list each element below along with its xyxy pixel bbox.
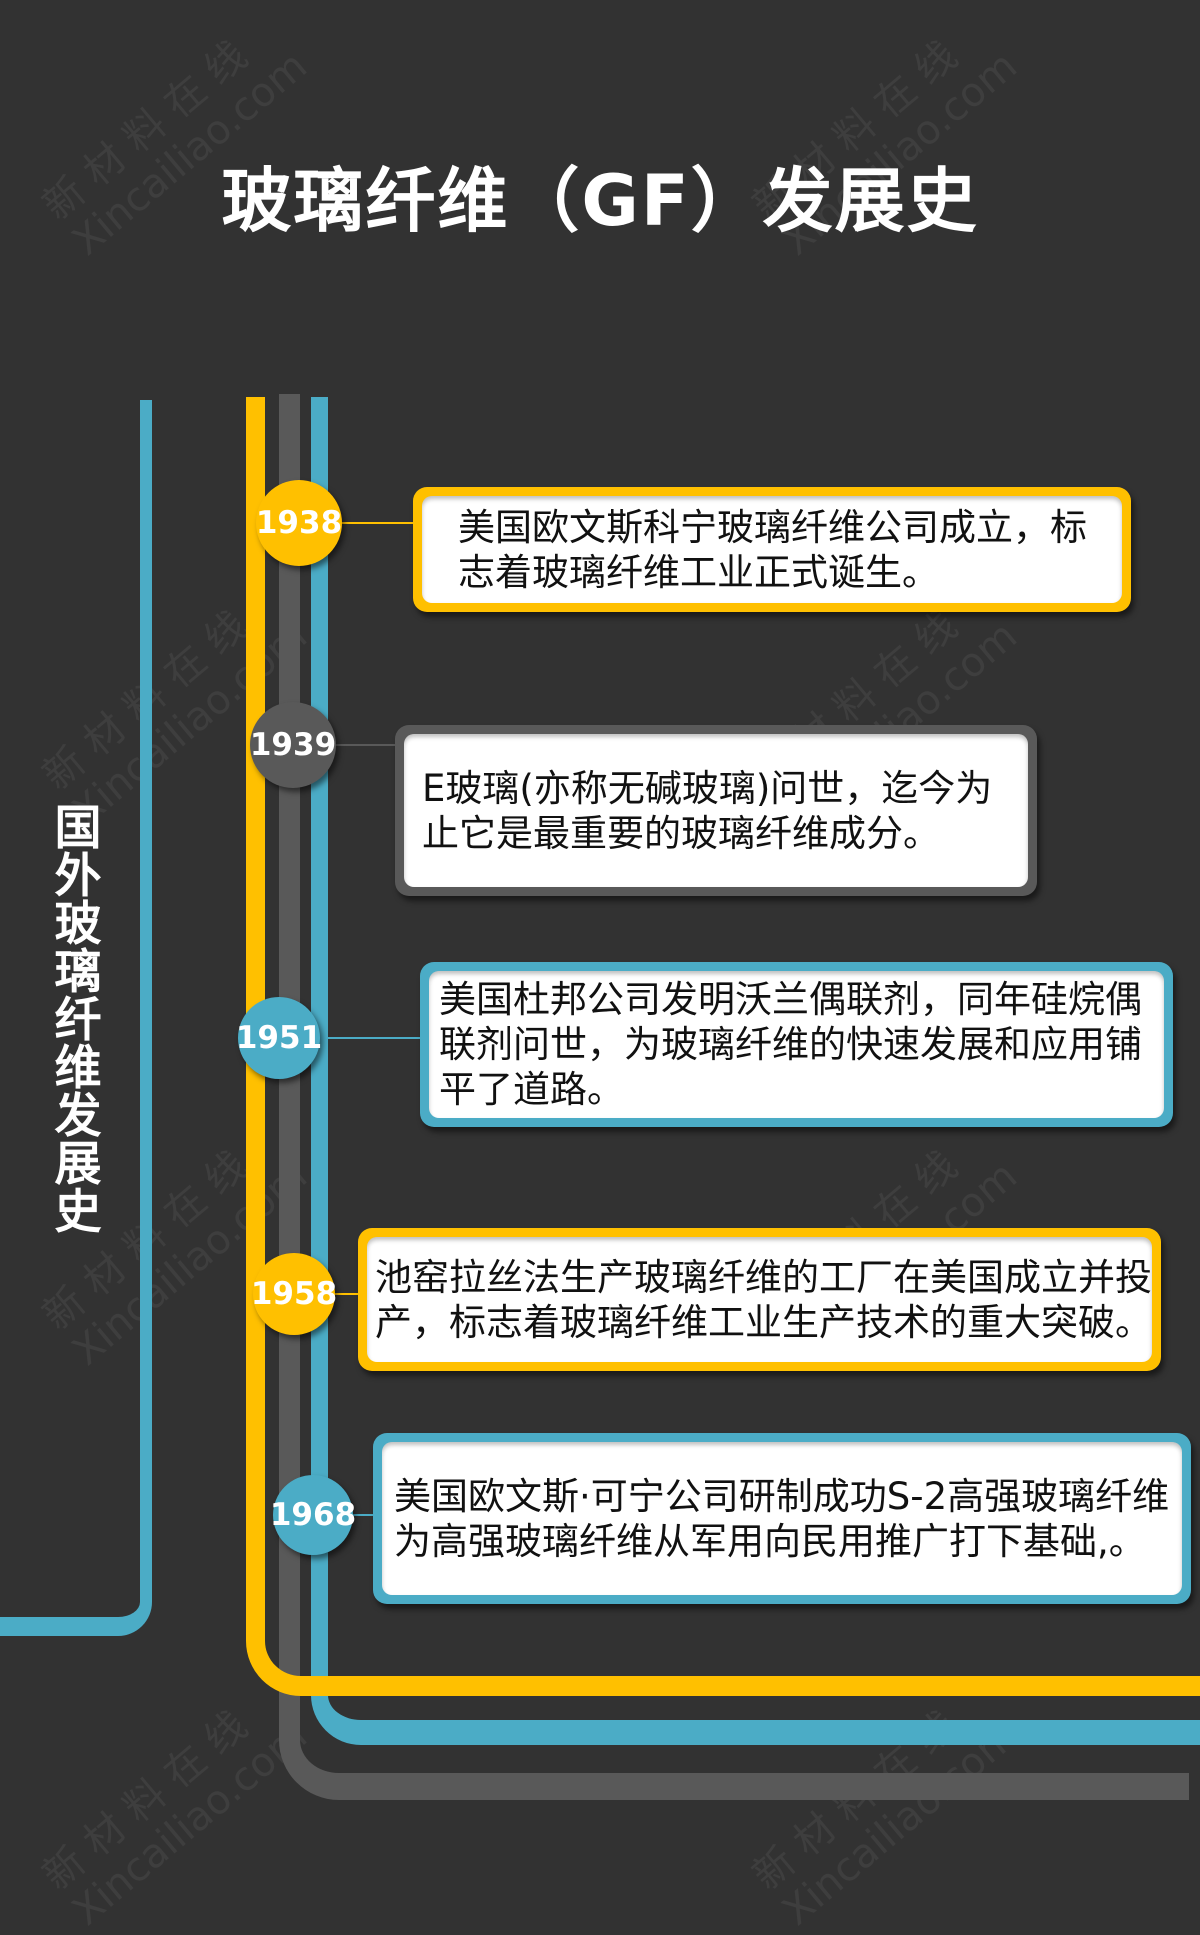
year-marker-1951: 1951 (235, 997, 323, 1079)
year-label: 1951 (235, 1020, 323, 1056)
event-description-line: 为高强玻璃纤维从军用向民用推广打下基础,。 (394, 1519, 1146, 1563)
year-label: 1968 (269, 1497, 357, 1533)
event-description-line: 联剂问世，为玻璃纤维的快速发展和应用铺 (439, 1023, 1142, 1066)
year-marker-1938: 1938 (256, 480, 342, 566)
year-marker-1958: 1958 (250, 1253, 338, 1335)
event-description-line: E玻璃(亦称无碱玻璃)问世，迄今为 (422, 766, 993, 810)
left-blue-timeline (0, 400, 152, 1636)
event-card-1938: 美国欧文斯科宁玻璃纤维公司成立，标志着玻璃纤维工业正式诞生。 (413, 487, 1131, 612)
year-label: 1939 (249, 727, 337, 763)
event-description-line: 美国欧文斯科宁玻璃纤维公司成立，标 (458, 505, 1087, 549)
year-label: 1938 (255, 505, 343, 541)
event-description-line: 平了道路。 (439, 1068, 624, 1111)
event-description-line: 志着玻璃纤维工业正式诞生。 (458, 550, 939, 594)
event-card-1968: 美国欧文斯·可宁公司研制成功S-2高强玻璃纤维为高强玻璃纤维从军用向民用推广打下… (373, 1433, 1191, 1604)
event-card-1939: E玻璃(亦称无碱玻璃)问世，迄今为止它是最重要的玻璃纤维成分。 (395, 725, 1037, 896)
event-description-line: 美国杜邦公司发明沃兰偶联剂，同年硅烷偶 (439, 978, 1142, 1021)
connector-line (279, 1037, 420, 1039)
side-title: 国外玻璃纤维发展史 (54, 801, 102, 1240)
event-card-1951: 美国杜邦公司发明沃兰偶联剂，同年硅烷偶联剂问世，为玻璃纤维的快速发展和应用铺平了… (420, 962, 1173, 1127)
connector-line (293, 744, 395, 746)
connector-line (299, 522, 413, 524)
year-marker-1939: 1939 (250, 702, 336, 788)
year-label: 1958 (250, 1276, 338, 1312)
page-title: 玻璃纤维（GF）发展史 (221, 160, 979, 242)
event-card-1958: 池窑拉丝法生产玻璃纤维的工厂在美国成立并投产，标志着玻璃纤维工业生产技术的重大突… (358, 1228, 1161, 1371)
event-description-line: 池窑拉丝法生产玻璃纤维的工厂在美国成立并投 (375, 1255, 1152, 1299)
event-description-line: 美国欧文斯·可宁公司研制成功S-2高强玻璃纤维 (394, 1474, 1170, 1518)
event-description-line: 止它是最重要的玻璃纤维成分。 (422, 811, 940, 855)
event-description-line: 产，标志着玻璃纤维工业生产技术的重大突破。 (375, 1300, 1152, 1344)
year-marker-1968: 1968 (269, 1475, 357, 1555)
